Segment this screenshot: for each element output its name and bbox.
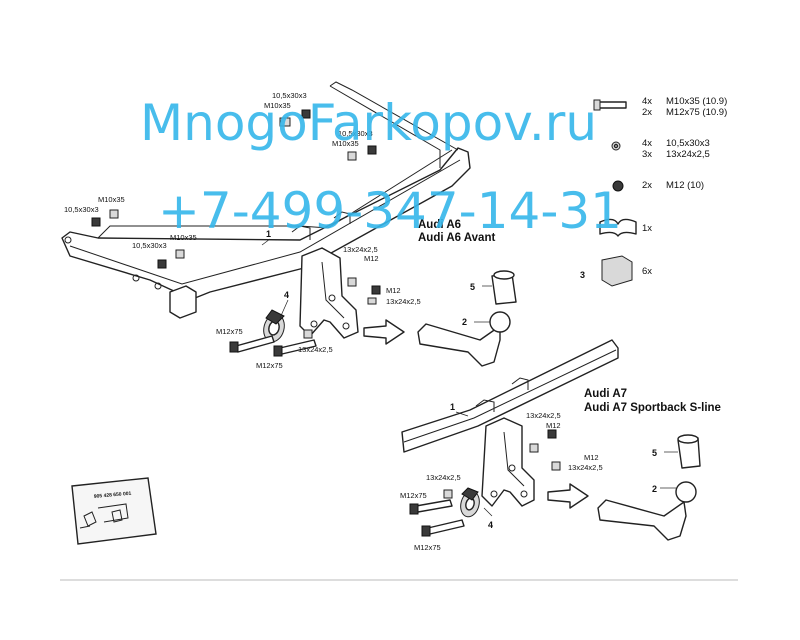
legend-qty-6: 1x [642,223,652,234]
socket-plate-lower [460,487,480,518]
socket-plate-upper [263,309,285,343]
watermark-site: MnogoFarkopov.ru [140,94,597,152]
label-bolt-left-washer: 10,5x30x3 [64,205,99,214]
labels-lower: 13x24x2,5 M12 M12 13x24x2,5 13x24x2,5 M1… [400,402,657,552]
legend-qty-1: 4x [642,96,652,107]
label-bolt-low-washer: 10,5x30x3 [132,241,167,250]
label-lower-nut-b: M12 [584,453,599,462]
label-bolt-top: M10x35 [264,101,291,110]
mounting-plate-lower [481,417,535,507]
crossbeam-lower [401,339,619,453]
legend-qty-2: 2x [642,107,652,118]
label-lower-washer-b: 13x24x2,5 [568,463,603,472]
parts-legend: 3 4x M10x35 (10.9) 2x M12x75 (10.9) 4x 1… [580,96,727,287]
label-washer-b: 13x24x2,5 [386,297,421,306]
watermark-phone: +7-499-347-14-31 [158,182,622,240]
legend-spec-3: 10,5x30x3 [666,138,710,149]
legend-qty-3: 4x [642,138,652,149]
model-a7-line1: Audi A7 [584,388,627,400]
tow-rating-sticker: 905 428 650 001 [71,477,157,545]
label-part-5: 5 [470,282,475,292]
bolts-lower [409,429,561,537]
label-part-1: 1 [266,229,271,239]
label-bolt-mid: M10x35 [332,139,359,148]
leaders-lower [455,411,678,517]
label-bolt-mid-washer: 10,5x30x3 [338,129,373,138]
label-nut-b: M12 [386,286,401,295]
label-part-2: 2 [462,317,467,327]
label-lower-bolt-m12-a: M12x75 [400,491,427,500]
model-title-a7: Audi A7 Audi A7 Sportback S-line [584,388,721,414]
label-lower-washer-c: 13x24x2,5 [426,473,461,482]
label-bolt-top-washer: 10,5x30x3 [272,91,307,100]
legend-qty-5: 2x [642,180,652,191]
label-bolt-m12-b: M12x75 [256,361,283,370]
label-washer-a: 13x24x2,5 [343,245,378,254]
sticker-code: 905 428 650 001 [94,491,132,500]
legend-spec-5: M12 (10) [666,180,704,191]
model-a6-line2: Audi A6 Avant [418,232,495,244]
label-lower-part-5: 5 [652,448,657,458]
spacer-block-icon [601,255,633,287]
model-a6-line1: Audi A6 [418,219,461,231]
instruction-book-icon [599,218,637,237]
label-lower-bolt-m12-b: M12x75 [414,543,441,552]
label-lower-nut-a: M12 [546,421,561,430]
label-lower-part-4: 4 [488,520,493,530]
legend-spec-1: M10x35 (10.9) [666,96,727,107]
mounting-plate-upper [299,247,359,339]
label-washer-c: 13x24x2,5 [298,345,333,354]
model-a7-line2: Audi A7 Sportback S-line [584,402,721,414]
ball-neck-lower [547,434,701,541]
label-part-4: 4 [284,290,289,300]
legend-spec-2: M12x75 (10.9) [666,107,727,118]
label-bolt-left: M10x35 [98,195,125,204]
leaders-upper [261,238,492,323]
legend-part-3: 3 [580,270,585,280]
model-title-a6: Audi A6 Audi A6 Avant [418,219,495,244]
ball-neck-upper [363,270,517,367]
label-nut-a: M12 [364,254,379,263]
watermark: MnogoFarkopov.ru +7-499-347-14-31 [140,94,622,240]
label-bolt-low: M10x35 [170,233,197,242]
legend-qty-7: 6x [642,266,652,277]
labels-upper: 10,5x30x3 M10x35 10,5x30x3 M10x35 M10x35… [64,91,475,370]
bolts-upper [91,109,381,357]
label-lower-part-2: 2 [652,484,657,494]
label-lower-washer-a: 13x24x2,5 [526,411,561,420]
label-bolt-m12-a: M12x75 [216,327,243,336]
label-lower-part-1: 1 [450,402,455,412]
legend-spec-4: 13x24x2,5 [666,149,710,160]
legend-qty-4: 3x [642,149,652,160]
